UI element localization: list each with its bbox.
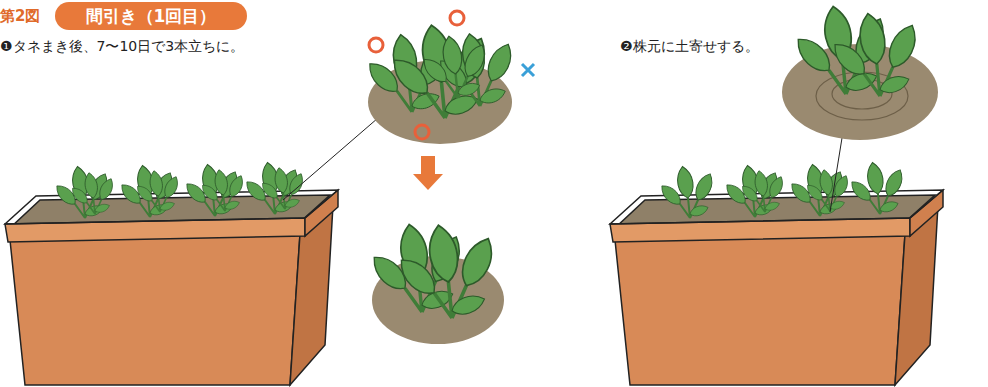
step-caption: ❶タネまき後、7〜10日で3本立ちに。: [0, 38, 244, 56]
zoom-after: [367, 222, 504, 344]
zoom-before: [363, 23, 516, 144]
leader-line: [830, 138, 842, 212]
left-planter: [5, 161, 338, 385]
zoom-hilling: [782, 4, 938, 140]
thinning-marks: [369, 11, 534, 139]
step-caption: ❷株元に土寄せする。: [620, 38, 759, 56]
figure-number: 第2図: [0, 7, 40, 26]
title-pill: 間引き（1回目）: [55, 2, 247, 30]
down-arrow: [413, 156, 443, 190]
right-planter: [610, 161, 943, 385]
title-text: 間引き（1回目）: [86, 5, 217, 28]
leader-line: [283, 118, 378, 200]
